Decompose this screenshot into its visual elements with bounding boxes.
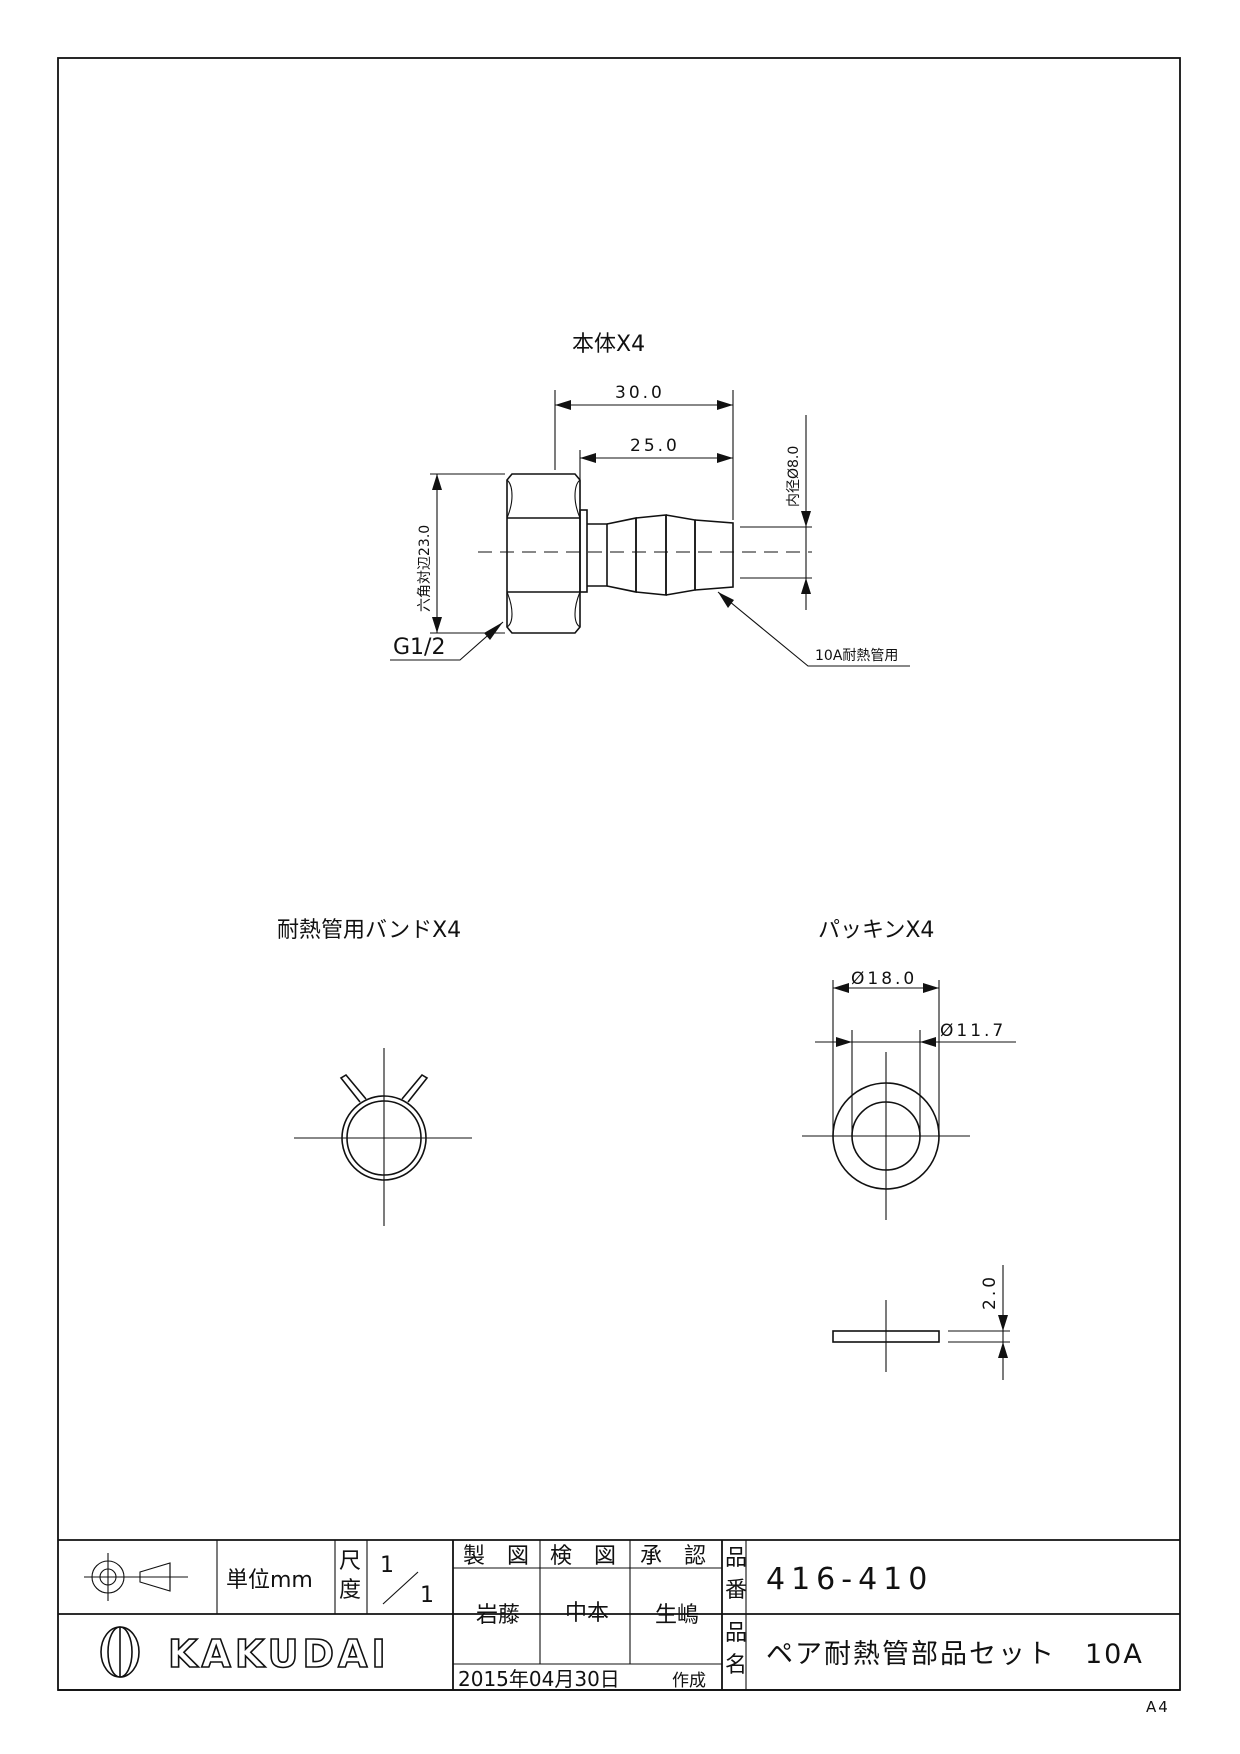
svg-text:内径Ø8.0: 内径Ø8.0 (786, 446, 802, 507)
body-view: 本体X4 (390, 332, 910, 667)
creation-date-suffix: 作成 (672, 1671, 706, 1691)
part-name: ペア耐熱管部品セット 10A (766, 1639, 1144, 1670)
dim-packing-thickness: 2.0 (948, 1265, 1010, 1380)
dim-hex-across-flats: 六角対辺23.0 (417, 473, 505, 634)
drawn-header: 製 図 (463, 1544, 529, 1569)
part-number-label-top: 品 (725, 1546, 747, 1571)
body-view-title: 本体X4 (572, 332, 645, 357)
thread-leader: G1/2 (390, 621, 504, 661)
paper-size: A4 (1146, 1698, 1170, 1716)
collar (579, 509, 588, 593)
dim-packing-outer: Ø18.0 (832, 969, 940, 1136)
scale-value: 1 1 (380, 1553, 434, 1608)
part-name-label-bottom: 名 (725, 1653, 747, 1678)
packing-view-title: パッキンX4 (818, 918, 934, 943)
drawing-border (57, 57, 1181, 1691)
svg-text:2.0: 2.0 (980, 1274, 1000, 1310)
dim-total-length: 30.0 (554, 383, 734, 520)
brand-name: KAKUDAI (168, 1632, 390, 1676)
third-angle-projection-symbol (84, 1553, 188, 1601)
svg-text:Ø18.0: Ø18.0 (851, 969, 917, 989)
hose-barb (587, 514, 734, 596)
scale-label-top: 尺 (339, 1549, 361, 1574)
svg-text:1: 1 (420, 1583, 434, 1608)
checked-by: 中本 (565, 1601, 609, 1626)
approved-by: 生嶋 (655, 1603, 699, 1628)
title-block: 単位mm 尺 度 1 1 製 図 検 図 承 認 岩藤 中本 生嶋 品 番 41… (58, 1539, 1180, 1691)
svg-text:G1/2: G1/2 (393, 635, 445, 660)
packing-view: パッキンX4 Ø18.0 Ø11.7 (802, 918, 1016, 1380)
checked-header: 検 図 (550, 1544, 616, 1569)
svg-text:六角対辺23.0: 六角対辺23.0 (417, 525, 433, 612)
unit-label: 単位mm (226, 1568, 313, 1593)
band-left-tab (339, 1073, 367, 1103)
approved-header: 承 認 (640, 1544, 706, 1569)
part-number: 416-410 (766, 1562, 933, 1597)
tube-leader: 10A耐熱管用 (717, 591, 910, 667)
band-view-title: 耐熱管用バンドX4 (277, 918, 461, 943)
scale-label-bottom: 度 (339, 1578, 361, 1603)
dim-inner-diameter: 内径Ø8.0 (740, 415, 812, 610)
svg-text:10A耐熱管用: 10A耐熱管用 (815, 648, 898, 664)
drawn-by: 岩藤 (476, 1603, 520, 1628)
svg-text:Ø11.7: Ø11.7 (940, 1021, 1006, 1041)
part-name-label-top: 品 (725, 1621, 747, 1646)
brand-logo: KAKUDAI (100, 1626, 390, 1678)
band-view: 耐熱管用バンドX4 (277, 918, 472, 1226)
svg-text:30.0: 30.0 (615, 383, 665, 403)
dim-nipple-length: 25.0 (579, 436, 733, 505)
svg-text:25.0: 25.0 (630, 436, 680, 456)
band-right-tab (401, 1073, 429, 1103)
creation-date: 2015年04月30日 (458, 1667, 620, 1691)
hex-nut (506, 473, 581, 634)
svg-text:1: 1 (380, 1553, 394, 1578)
dim-packing-inner: Ø11.7 (815, 1021, 1016, 1136)
part-number-label-bottom: 番 (725, 1578, 747, 1603)
